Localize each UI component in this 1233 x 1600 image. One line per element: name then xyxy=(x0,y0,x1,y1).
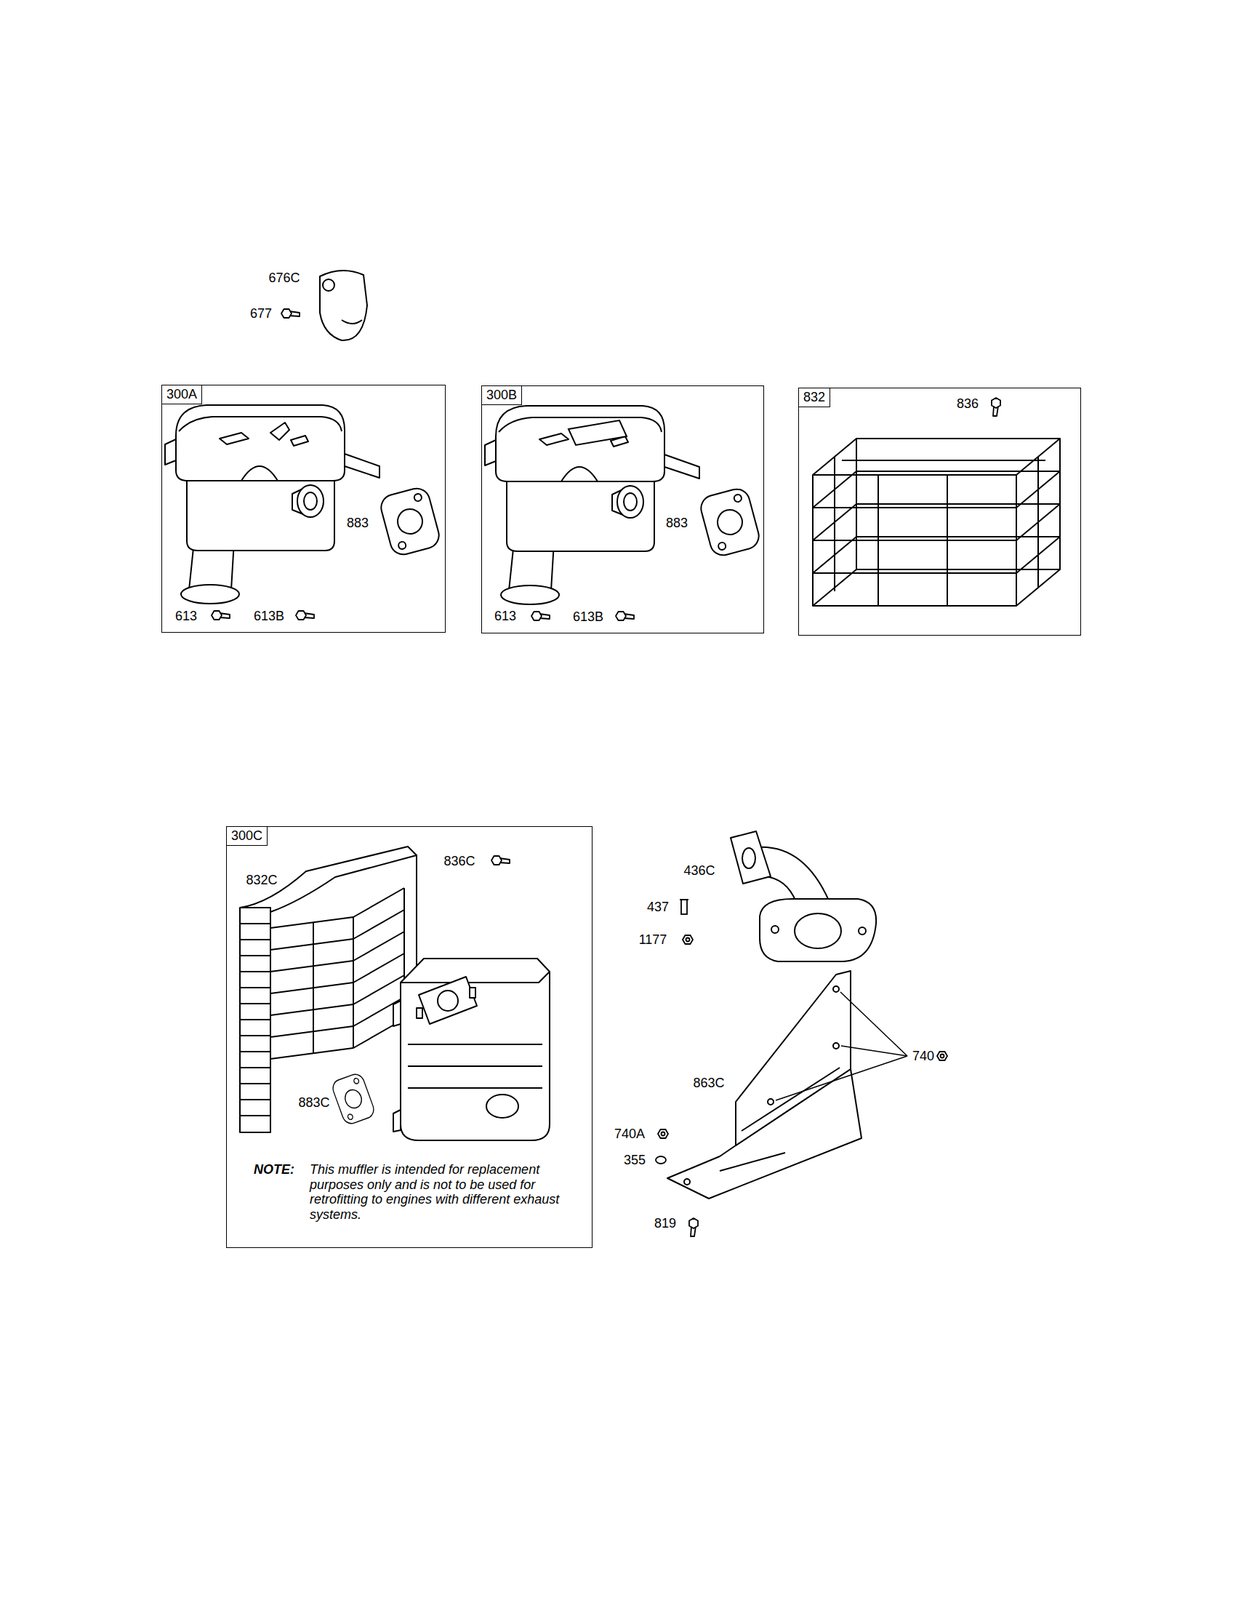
bolt-icon xyxy=(991,397,1001,416)
callout-number: 613B xyxy=(572,609,604,625)
callout-number: 883 xyxy=(665,515,688,531)
gasket xyxy=(330,1071,376,1126)
heat-deflector xyxy=(319,270,368,341)
note-text: This muffler is intended for replacement… xyxy=(309,1161,573,1223)
callout-number: 355 xyxy=(623,1152,646,1168)
muffler-300b xyxy=(484,405,762,621)
bolt-icon xyxy=(615,611,634,621)
bolt-icon xyxy=(491,855,510,865)
part-group-box: 300A 883 613 613B xyxy=(161,384,446,633)
part-group-box: 300C 836C 832C 883C NOTE: This muffler is int… xyxy=(226,825,593,1248)
gasket xyxy=(378,485,442,558)
callout-number: 740A xyxy=(614,1126,645,1142)
bolt-icon xyxy=(531,611,550,621)
bolt-icon xyxy=(689,1217,698,1236)
nut-icon xyxy=(682,934,693,944)
group-number: 300B xyxy=(482,386,522,405)
callout-number: 613B xyxy=(253,608,285,624)
callout-number: 437 xyxy=(647,899,669,915)
muffler-body xyxy=(165,404,380,604)
leader-line xyxy=(775,991,908,1100)
muffler-body xyxy=(393,958,550,1140)
muffler-shield-strip xyxy=(568,420,627,445)
callout-number: 676C xyxy=(268,270,300,286)
callout-number: 740 xyxy=(912,1048,935,1064)
callout-number: 832C xyxy=(245,872,277,888)
callout-number: 436C xyxy=(683,862,715,879)
bolt-icon xyxy=(211,610,230,620)
muffler-300a xyxy=(165,404,443,620)
callout-number: 836C xyxy=(443,853,475,869)
group-number: 832 xyxy=(798,388,831,408)
gasket xyxy=(697,486,762,559)
callout-number: 613 xyxy=(494,608,517,624)
heat-shield xyxy=(667,970,862,1199)
washer-icon xyxy=(655,1155,666,1164)
group-number: 300A xyxy=(162,385,203,405)
callout-number: 1177 xyxy=(639,932,668,948)
stud-icon xyxy=(679,899,689,914)
bolt-icon xyxy=(281,308,300,318)
muffler-body xyxy=(484,405,700,605)
callout-number: 677 xyxy=(250,306,272,322)
callout-number: 883C xyxy=(298,1094,330,1111)
part-group-box: 300B 883 613 613B xyxy=(481,385,765,634)
muffler-300c xyxy=(239,846,550,1140)
note-heading: NOTE: xyxy=(253,1161,295,1178)
callout-number: 836 xyxy=(956,396,979,412)
callout-number: 883 xyxy=(346,515,369,531)
muffler-guard xyxy=(812,397,1060,606)
group-number: 300C xyxy=(226,826,268,846)
nut-icon xyxy=(937,1051,948,1060)
callout-number: 613 xyxy=(175,608,198,624)
part-group-box: 832 836 xyxy=(798,387,1082,636)
exhaust-elbow xyxy=(730,830,877,962)
callout-number: 863C xyxy=(692,1075,725,1091)
callout-number: 819 xyxy=(654,1215,677,1231)
bolt-icon xyxy=(295,610,315,620)
nut-icon xyxy=(657,1129,669,1138)
guard-832c xyxy=(239,846,417,1132)
